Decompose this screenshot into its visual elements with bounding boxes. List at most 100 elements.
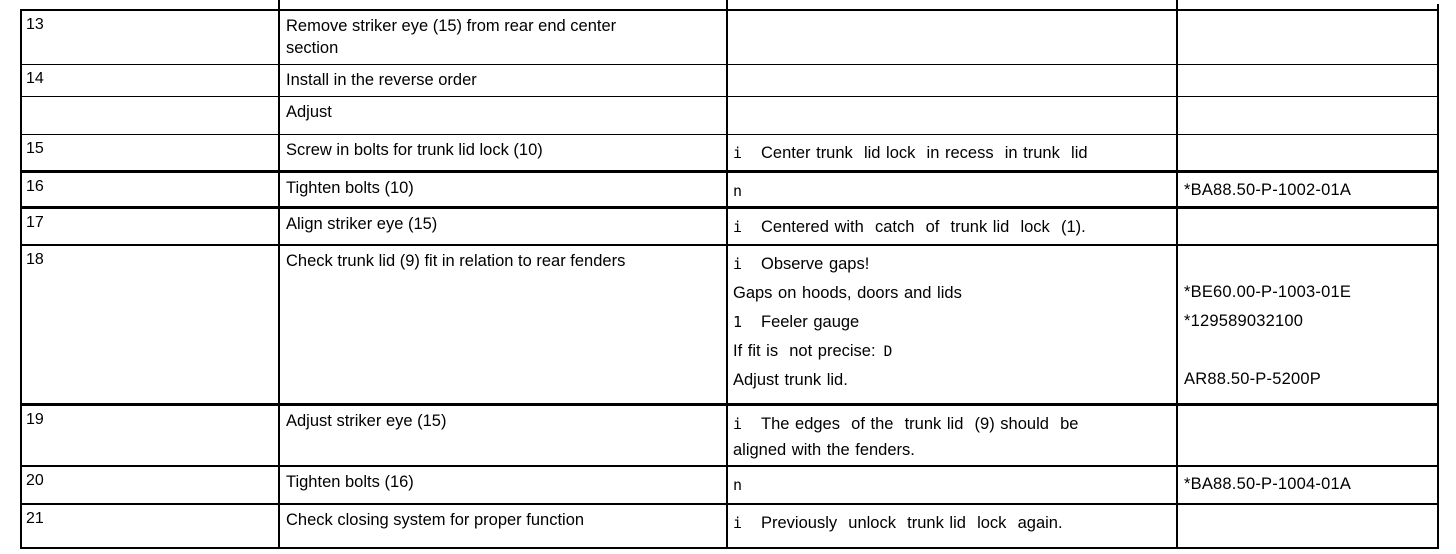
note-text: The edges of the trunk lid (9) should be…: [733, 415, 1079, 459]
note-text: Gaps on hoods, doors and lids: [733, 284, 962, 302]
note-line: i Centered with catch of trunk lid lock (…: [733, 214, 1170, 240]
symbol-i-icon: i: [733, 218, 743, 236]
note-line: Gaps on hoods, doors and lids: [733, 280, 1170, 309]
note-text: Center trunk lid lock in recess in trunk…: [761, 144, 1088, 162]
table-row: 16 Tighten bolts (10) n *BA88.50-P-1002-01A: [20, 173, 1439, 209]
task-cell: Remove striker eye (15) from rear end ce…: [280, 11, 728, 64]
note-text: Feeler gauge: [761, 313, 860, 331]
symbol-n-icon: n: [733, 476, 743, 494]
repair-procedure-table: 13 Remove striker eye (15) from rear end …: [20, 9, 1439, 549]
note-cell: [728, 11, 1178, 64]
task-cell: Install in the reverse order: [280, 65, 728, 96]
step-number: 14: [26, 70, 44, 87]
code-cell: [1178, 97, 1439, 134]
task-text: Adjust: [286, 103, 332, 121]
code-line: *BE60.00-P-1003-01E: [1184, 280, 1431, 309]
note-text: Adjust trunk lid.: [733, 371, 848, 389]
note-text: If fit is not precise:: [733, 342, 876, 360]
code-line: [1184, 251, 1431, 280]
note-cell: n: [728, 173, 1178, 206]
step-number: 16: [26, 178, 44, 195]
column-divider-stub: [1176, 0, 1178, 9]
code-line: [1184, 338, 1431, 367]
step-cell: 13: [20, 11, 280, 64]
note-cell: [728, 65, 1178, 96]
step-cell: 20: [20, 467, 280, 503]
note-line: n: [733, 472, 1170, 498]
task-cell: Check trunk lid (9) fit in relation to r…: [280, 246, 728, 403]
table-row: 13 Remove striker eye (15) from rear end …: [20, 11, 1439, 65]
task-cell: Align striker eye (15): [280, 209, 728, 244]
column-divider-stub: [278, 0, 280, 9]
column-divider-stub: [1437, 4, 1439, 13]
code-cell: [1178, 11, 1439, 64]
code-cell: *BA88.50-P-1002-01A: [1178, 173, 1439, 206]
step-cell: 15: [20, 135, 280, 170]
note-line: n: [733, 178, 1170, 204]
symbol-i-icon: i: [733, 255, 743, 273]
step-cell: [20, 97, 280, 134]
symbol-i-icon: i: [733, 514, 743, 532]
document-code: AR88.50-P-5200P: [1184, 370, 1321, 388]
step-number: 18: [26, 251, 44, 268]
step-number: 13: [26, 16, 44, 33]
symbol-d-icon: D: [883, 344, 893, 360]
task-cell: Adjust striker eye (15): [280, 406, 728, 465]
note-cell: n: [728, 467, 1178, 503]
task-text: Check trunk lid (9) fit in relation to r…: [286, 252, 626, 270]
code-cell: [1178, 65, 1439, 96]
task-text: Screw in bolts for trunk lid lock (10): [286, 141, 543, 159]
task-text: Install in the reverse order: [286, 71, 477, 89]
code-cell: *BA88.50-P-1004-01A: [1178, 467, 1439, 503]
code-cell: [1178, 135, 1439, 170]
task-text: Check closing system for proper function: [286, 511, 585, 529]
step-cell: 16: [20, 173, 280, 206]
step-cell: 19: [20, 406, 280, 465]
step-number: 21: [26, 510, 44, 527]
symbol-i-icon: i: [733, 144, 743, 162]
step-number: 15: [26, 140, 44, 157]
step-cell: 18: [20, 246, 280, 403]
note-line: 1 Feeler gauge: [733, 309, 1170, 338]
code-cell: [1178, 406, 1439, 465]
step-cell: 14: [20, 65, 280, 96]
table-row: 18 Check trunk lid (9) fit in relation to…: [20, 246, 1439, 406]
table-row: 15 Screw in bolts for trunk lid lock (10)…: [20, 135, 1439, 173]
note-cell: [728, 97, 1178, 134]
document-code: *BA88.50-P-1004-01A: [1184, 475, 1352, 493]
code-line: *BA88.50-P-1004-01A: [1184, 472, 1431, 496]
step-cell: 17: [20, 209, 280, 244]
symbol-1-icon: 1: [733, 313, 743, 331]
task-text: Tighten bolts (10): [286, 179, 414, 197]
task-cell: Adjust: [280, 97, 728, 134]
document-code: *BE60.00-P-1003-01E: [1184, 283, 1352, 301]
code-cell: [1178, 505, 1439, 547]
step-cell: 21: [20, 505, 280, 547]
task-cell: Screw in bolts for trunk lid lock (10): [280, 135, 728, 170]
note-cell: i Observe gaps! Gaps on hoods, doors and l…: [728, 246, 1178, 403]
code-line: *BA88.50-P-1002-01A: [1184, 178, 1431, 202]
task-cell: Tighten bolts (10): [280, 173, 728, 206]
note-text: Centered with catch of trunk lid lock (1…: [761, 218, 1086, 236]
task-cell: Tighten bolts (16): [280, 467, 728, 503]
code-line: AR88.50-P-5200P: [1184, 367, 1431, 396]
symbol-n-icon: n: [733, 182, 743, 200]
table-row: 21 Check closing system for proper functi…: [20, 505, 1439, 549]
code-line: *129589032100: [1184, 309, 1431, 338]
note-line: If fit is not precise: D: [733, 338, 1170, 367]
document-code: *BA88.50-P-1002-01A: [1184, 181, 1352, 199]
note-text: Observe gaps!: [761, 255, 870, 273]
step-number: 19: [26, 411, 44, 428]
note-cell: i Center trunk lid lock in recess in trun…: [728, 135, 1178, 170]
document-code: *129589032100: [1184, 312, 1304, 330]
task-text: Adjust striker eye (15): [286, 412, 447, 430]
note-text: Previously unlock trunk lid lock again.: [761, 514, 1063, 532]
symbol-i-icon: i: [733, 415, 743, 433]
note-line: i Observe gaps!: [733, 251, 1170, 280]
